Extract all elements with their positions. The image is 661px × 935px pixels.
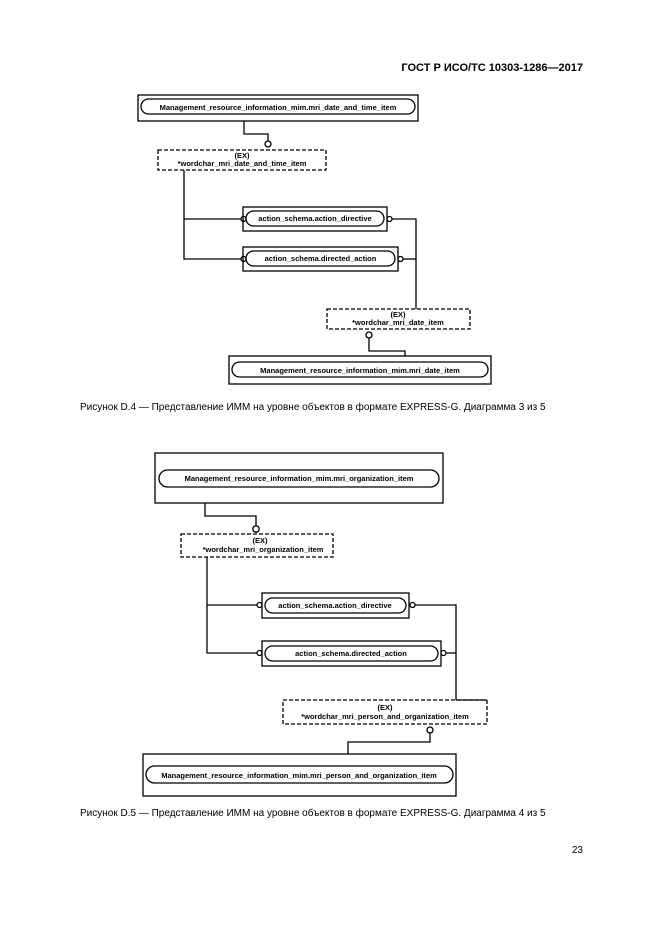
fig2-bottom-entity-label: Management_resource_information_mim.mri_… <box>161 771 437 780</box>
document-header: ГОСТ Р ИСО/ТС 10303-1286—2017 <box>401 62 583 74</box>
fig2-entity-a-label: action_schema.action_directive <box>278 601 391 610</box>
fig2-select2-label: *wordchar_mri_person_and_organization_it… <box>301 712 469 721</box>
fig2-top-entity-label: Management_resource_information_mim.mri_… <box>185 474 414 483</box>
fig1-select2-box <box>326 308 471 330</box>
fig1-top-entity-inner <box>140 98 416 115</box>
page-number: 23 <box>571 845 583 856</box>
fig1-top-entity-label: Management_resource_information_mim.mri_… <box>160 103 397 112</box>
fig1-select2-label: *wordchar_mri_date_item <box>352 318 444 327</box>
fig2-entity-a-box <box>261 592 410 619</box>
fig2-select2-box <box>282 699 488 725</box>
fig1-select1-ex-tag: (EX) <box>235 151 251 160</box>
fig2-select1-ex-tag: (EX) <box>253 536 269 545</box>
figure-d4-diagram <box>137 94 492 385</box>
fig2-select1-box <box>180 533 334 558</box>
fig1-bottom-entity-label: Management_resource_information_mim.mri_… <box>260 366 460 375</box>
fig2-entity-b-label: action_schema.directed_action <box>295 649 407 658</box>
fig1-entity-b-label: action_schema.directed_action <box>265 254 377 263</box>
figure-d5-caption: Рисунок D.5 — Представление ИММ на уровн… <box>80 808 546 819</box>
fig1-entity-a-label: action_schema.action_directive <box>258 214 371 223</box>
fig2-top-entity-box <box>154 452 444 504</box>
fig1-top-entity-box <box>137 94 419 122</box>
fig2-select2-ex-tag: (EX) <box>378 703 394 712</box>
fig2-bottom-entity-box <box>142 753 457 797</box>
fig2-select1-label: *wordchar_mri_organization_item <box>203 545 324 554</box>
figure-d4-caption: Рисунок D.4 — Представление ИММ на уровн… <box>80 402 546 413</box>
figure-d5-diagram <box>142 452 488 797</box>
fig1-bottom-entity-box <box>228 355 492 385</box>
fig1-select2-ex-tag: (EX) <box>391 310 407 319</box>
fig1-select1-box <box>157 149 327 171</box>
fig1-select1-label: *wordchar_mri_date_and_time_item <box>178 159 307 168</box>
